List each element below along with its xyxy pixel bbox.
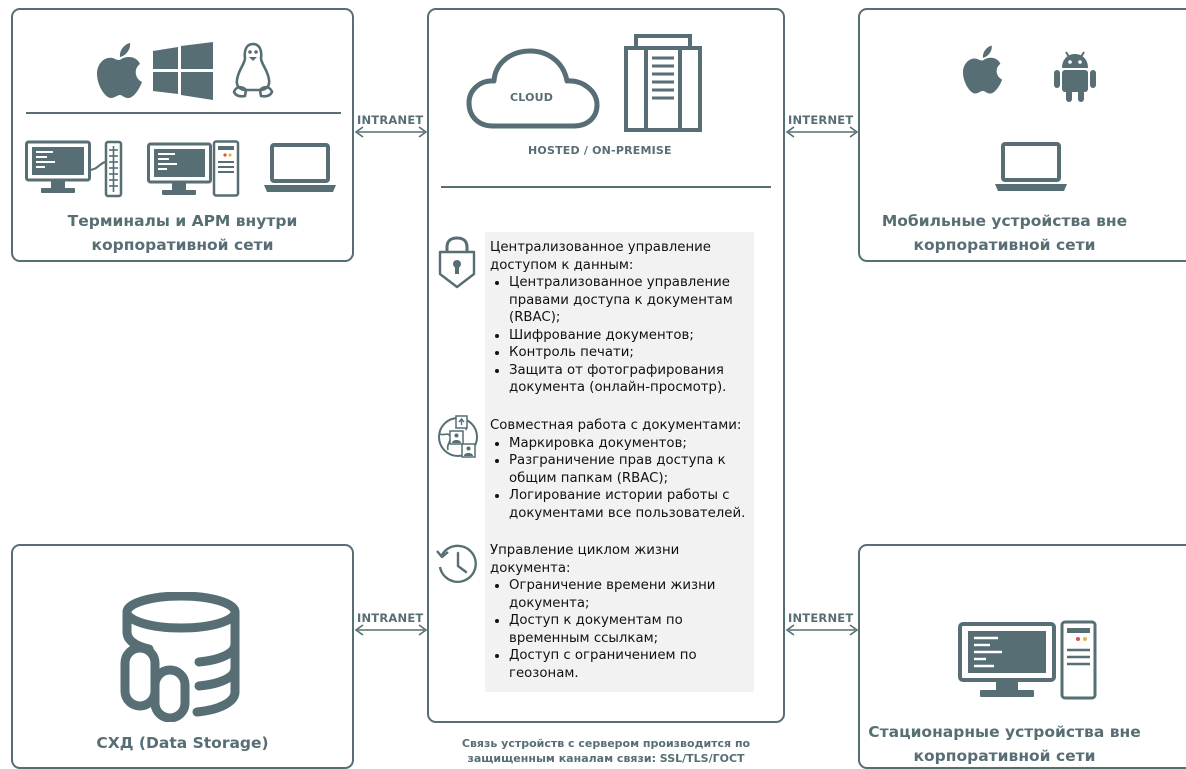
panel-title: корпоративной сети [91,236,274,254]
list-item: Маркировка документов; [509,435,750,453]
cloud-label: CLOUD [510,91,554,104]
list-item: Шифрование документов; [509,327,750,345]
footer-line: Связь устройств с сервером производится … [461,737,751,750]
panel-external-mobile: Мобильные устройства вне корпоративной с… [858,8,1186,262]
divider [26,112,341,114]
list-item: Доступ с ограничением по геозонам. [509,647,735,682]
collaboration-icon [438,415,478,458]
panel-external-stationary: Стационарные устройства вне корпоративно… [858,544,1186,769]
connector-arrow [785,126,859,138]
features-box [485,232,754,692]
panel-title: корпоративной сети [913,747,1096,765]
feature-section-collaboration: Совместная работа с документами: Маркиро… [490,417,750,522]
connection-label-intranet: INTRANET [357,113,424,127]
feature-section-access: Централизованное управление доступом к д… [490,239,750,397]
list-item: Доступ к документам по временным ссылкам… [509,612,735,647]
panel-internal-terminals: Терминалы и АРМ внутри корпоративной сет… [11,8,354,262]
section-list: Маркировка документов; Разграничение пра… [490,435,750,523]
desktop-tower-icon [958,620,1097,700]
desktop-keyboard-icon [25,140,123,198]
divider [441,186,771,188]
list-item: Ограничение времени жизни документа; [509,577,735,612]
server-icon [624,34,702,132]
hosted-label: HOSTED / ON-PREMISE [528,144,672,157]
connection-label-internet: INTERNET [788,113,854,127]
list-item: Контроль печати; [509,344,750,362]
cloud-icon [466,48,600,129]
section-list: Централизованное управление правами дост… [490,274,750,397]
windows-icon [153,42,213,100]
panel-title: СХД (Data Storage) [96,734,269,752]
apple-icon [97,43,142,99]
footer-note: Связь устройств с сервером производится … [428,736,784,766]
linux-icon [232,42,274,98]
list-item: Защита от фотографирования документа (он… [509,362,750,397]
android-icon [1054,51,1096,102]
connector-arrow [354,126,428,138]
connection-label-intranet: INTRANET [357,611,424,625]
section-heading: Централизованное управление доступом к д… [490,240,711,273]
laptop-icon [264,143,336,192]
connector-arrow [785,624,859,636]
connection-label-internet: INTERNET [788,611,854,625]
section-heading: Совместная работа с документами: [490,418,742,433]
feature-section-lifecycle: Управление циклом жизни документа: Огран… [490,542,735,682]
footer-line: защищенным каналам связи: SSL/TLS/ГОСТ [467,752,745,765]
desktop-tower-icon [147,140,240,197]
list-item: Разграничение прав доступа к общим папка… [509,452,750,487]
panel-title: корпоративной сети [913,236,1096,254]
history-clock-icon [436,544,477,583]
panel-title: Мобильные устройства вне [881,212,1128,230]
panel-data-storage: СХД (Data Storage) [11,544,354,769]
apple-icon [963,45,1003,94]
section-list: Ограничение времени жизни документа; Дос… [490,577,735,682]
laptop-icon [995,142,1067,191]
lock-shield-icon [438,236,476,289]
database-link-icon [120,592,240,722]
panel-title: Терминалы и АРМ внутри [67,212,298,230]
list-item: Централизованное управление правами дост… [509,274,750,327]
panel-title: Стационарные устройства вне [868,723,1141,741]
list-item: Логирование истории работы с документами… [509,487,750,522]
section-heading: Управление циклом жизни документа: [490,543,680,576]
connector-arrow [354,624,428,636]
